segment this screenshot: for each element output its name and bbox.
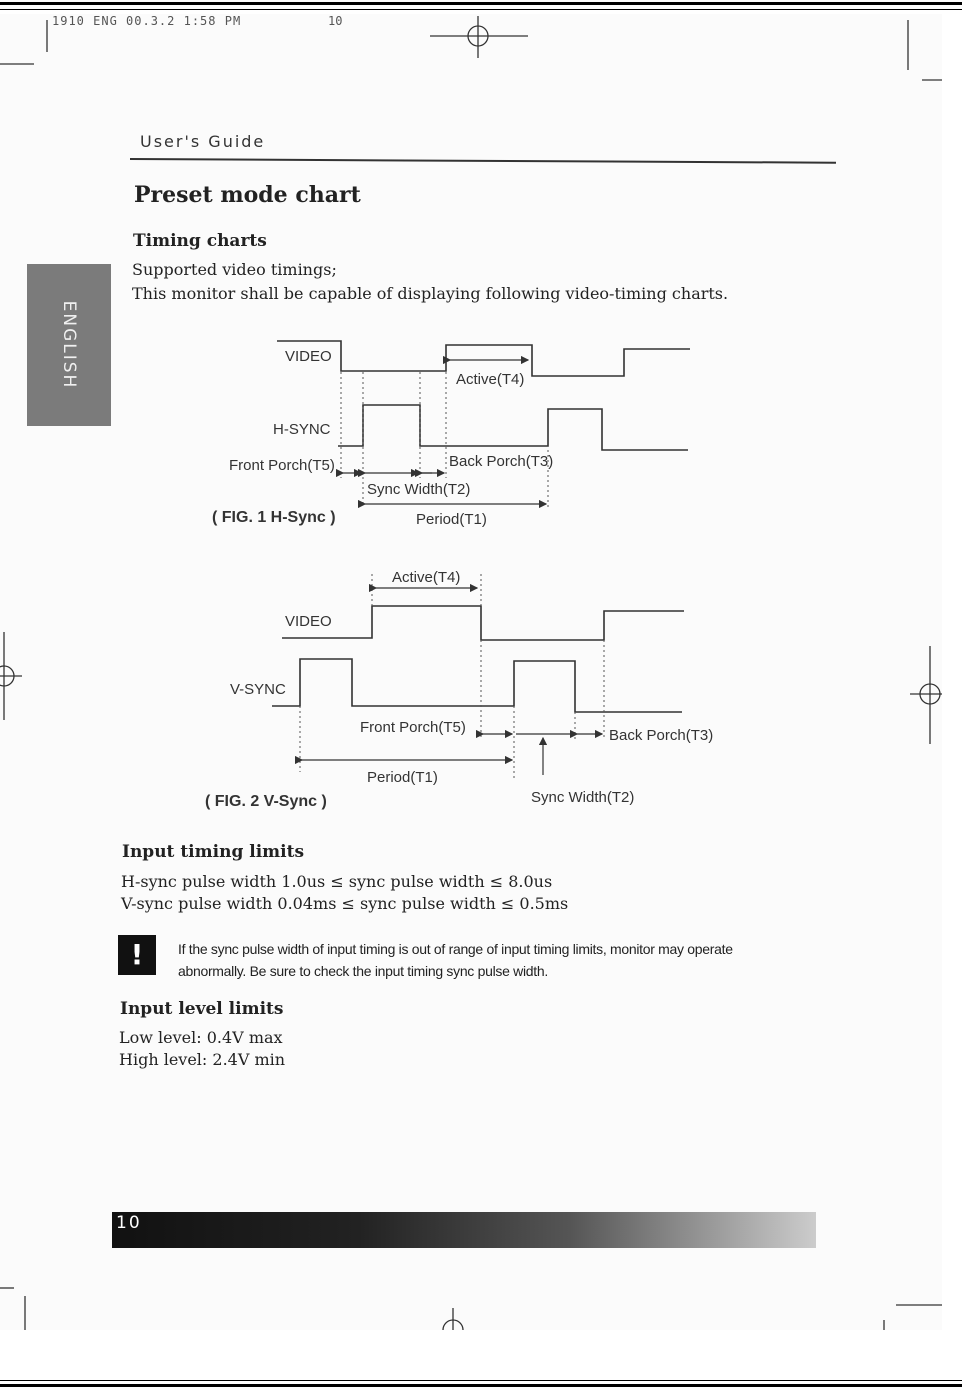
fig1-hsync-label: H-SYNC xyxy=(273,421,331,438)
warning-line-2: abnormally. Be sure to check the input t… xyxy=(178,963,548,979)
timing-charts-heading: Timing charts xyxy=(133,231,267,251)
fig1-active-label: Active(T4) xyxy=(456,371,524,388)
running-header: User's Guide xyxy=(140,132,266,151)
page-number: 10 xyxy=(116,1213,142,1233)
top-border-rule-thin xyxy=(0,9,962,10)
fig2-caption: ( FIG. 2 V-Sync ) xyxy=(205,793,327,810)
language-side-tab: ENGLISH xyxy=(27,264,111,426)
fig2-front-porch-label: Front Porch(T5) xyxy=(360,719,466,736)
warning-icon: ! xyxy=(118,935,156,975)
scanned-page xyxy=(0,14,942,1330)
scan-margin xyxy=(942,14,962,1330)
fig2-vsync-waveform xyxy=(272,658,682,713)
fig2-sync-width-label: Sync Width(T2) xyxy=(531,789,634,806)
fig2-active-label: Active(T4) xyxy=(392,569,460,586)
input-timing-line-2: V-sync pulse width 0.04ms ≤ sync pulse w… xyxy=(121,894,569,913)
fig2-back-porch-label: Back Porch(T3) xyxy=(609,727,713,744)
print-slug-number: 10 xyxy=(328,14,343,28)
bottom-border-rule-thin xyxy=(0,1380,962,1381)
input-level-line-1: Low level: 0.4V max xyxy=(119,1028,283,1047)
fig2-period-label: Period(T1) xyxy=(367,769,438,786)
warning-text: If the sync pulse width of input timing … xyxy=(178,938,798,982)
input-timing-line-1: H-sync pulse width 1.0us ≤ sync pulse wi… xyxy=(121,872,553,891)
warning-line-1: If the sync pulse width of input timing … xyxy=(178,941,733,957)
fig2-video-label: VIDEO xyxy=(285,613,332,630)
timing-charts-line-1: Supported video timings; xyxy=(132,260,337,279)
input-timing-heading: Input timing limits xyxy=(122,842,305,862)
section-title: Preset mode chart xyxy=(134,182,361,208)
top-border-rule xyxy=(0,2,962,5)
fig2-video-waveform xyxy=(282,605,684,641)
input-level-line-2: High level: 2.4V min xyxy=(119,1050,286,1069)
fig1-front-porch-label: Front Porch(T5) xyxy=(229,457,335,474)
fig1-back-porch-label: Back Porch(T3) xyxy=(449,453,553,470)
fig2-vsync-label: V-SYNC xyxy=(230,681,286,698)
input-level-heading: Input level limits xyxy=(120,999,284,1019)
timing-charts-line-2: This monitor shall be capable of display… xyxy=(132,284,729,303)
fig1-video-waveform xyxy=(277,340,690,377)
fig1-period-label: Period(T1) xyxy=(416,511,487,528)
bottom-border-rule xyxy=(0,1384,962,1387)
fig1-video-label: VIDEO xyxy=(285,348,332,365)
fig1-sync-width-label: Sync Width(T2) xyxy=(367,481,470,498)
footer-bar xyxy=(112,1212,816,1248)
print-slug: 1910 ENG 00.3.2 1:58 PM xyxy=(52,14,242,28)
fig1-caption: ( FIG. 1 H-Sync ) xyxy=(212,509,336,526)
fig1-hsync-waveform xyxy=(338,404,688,451)
